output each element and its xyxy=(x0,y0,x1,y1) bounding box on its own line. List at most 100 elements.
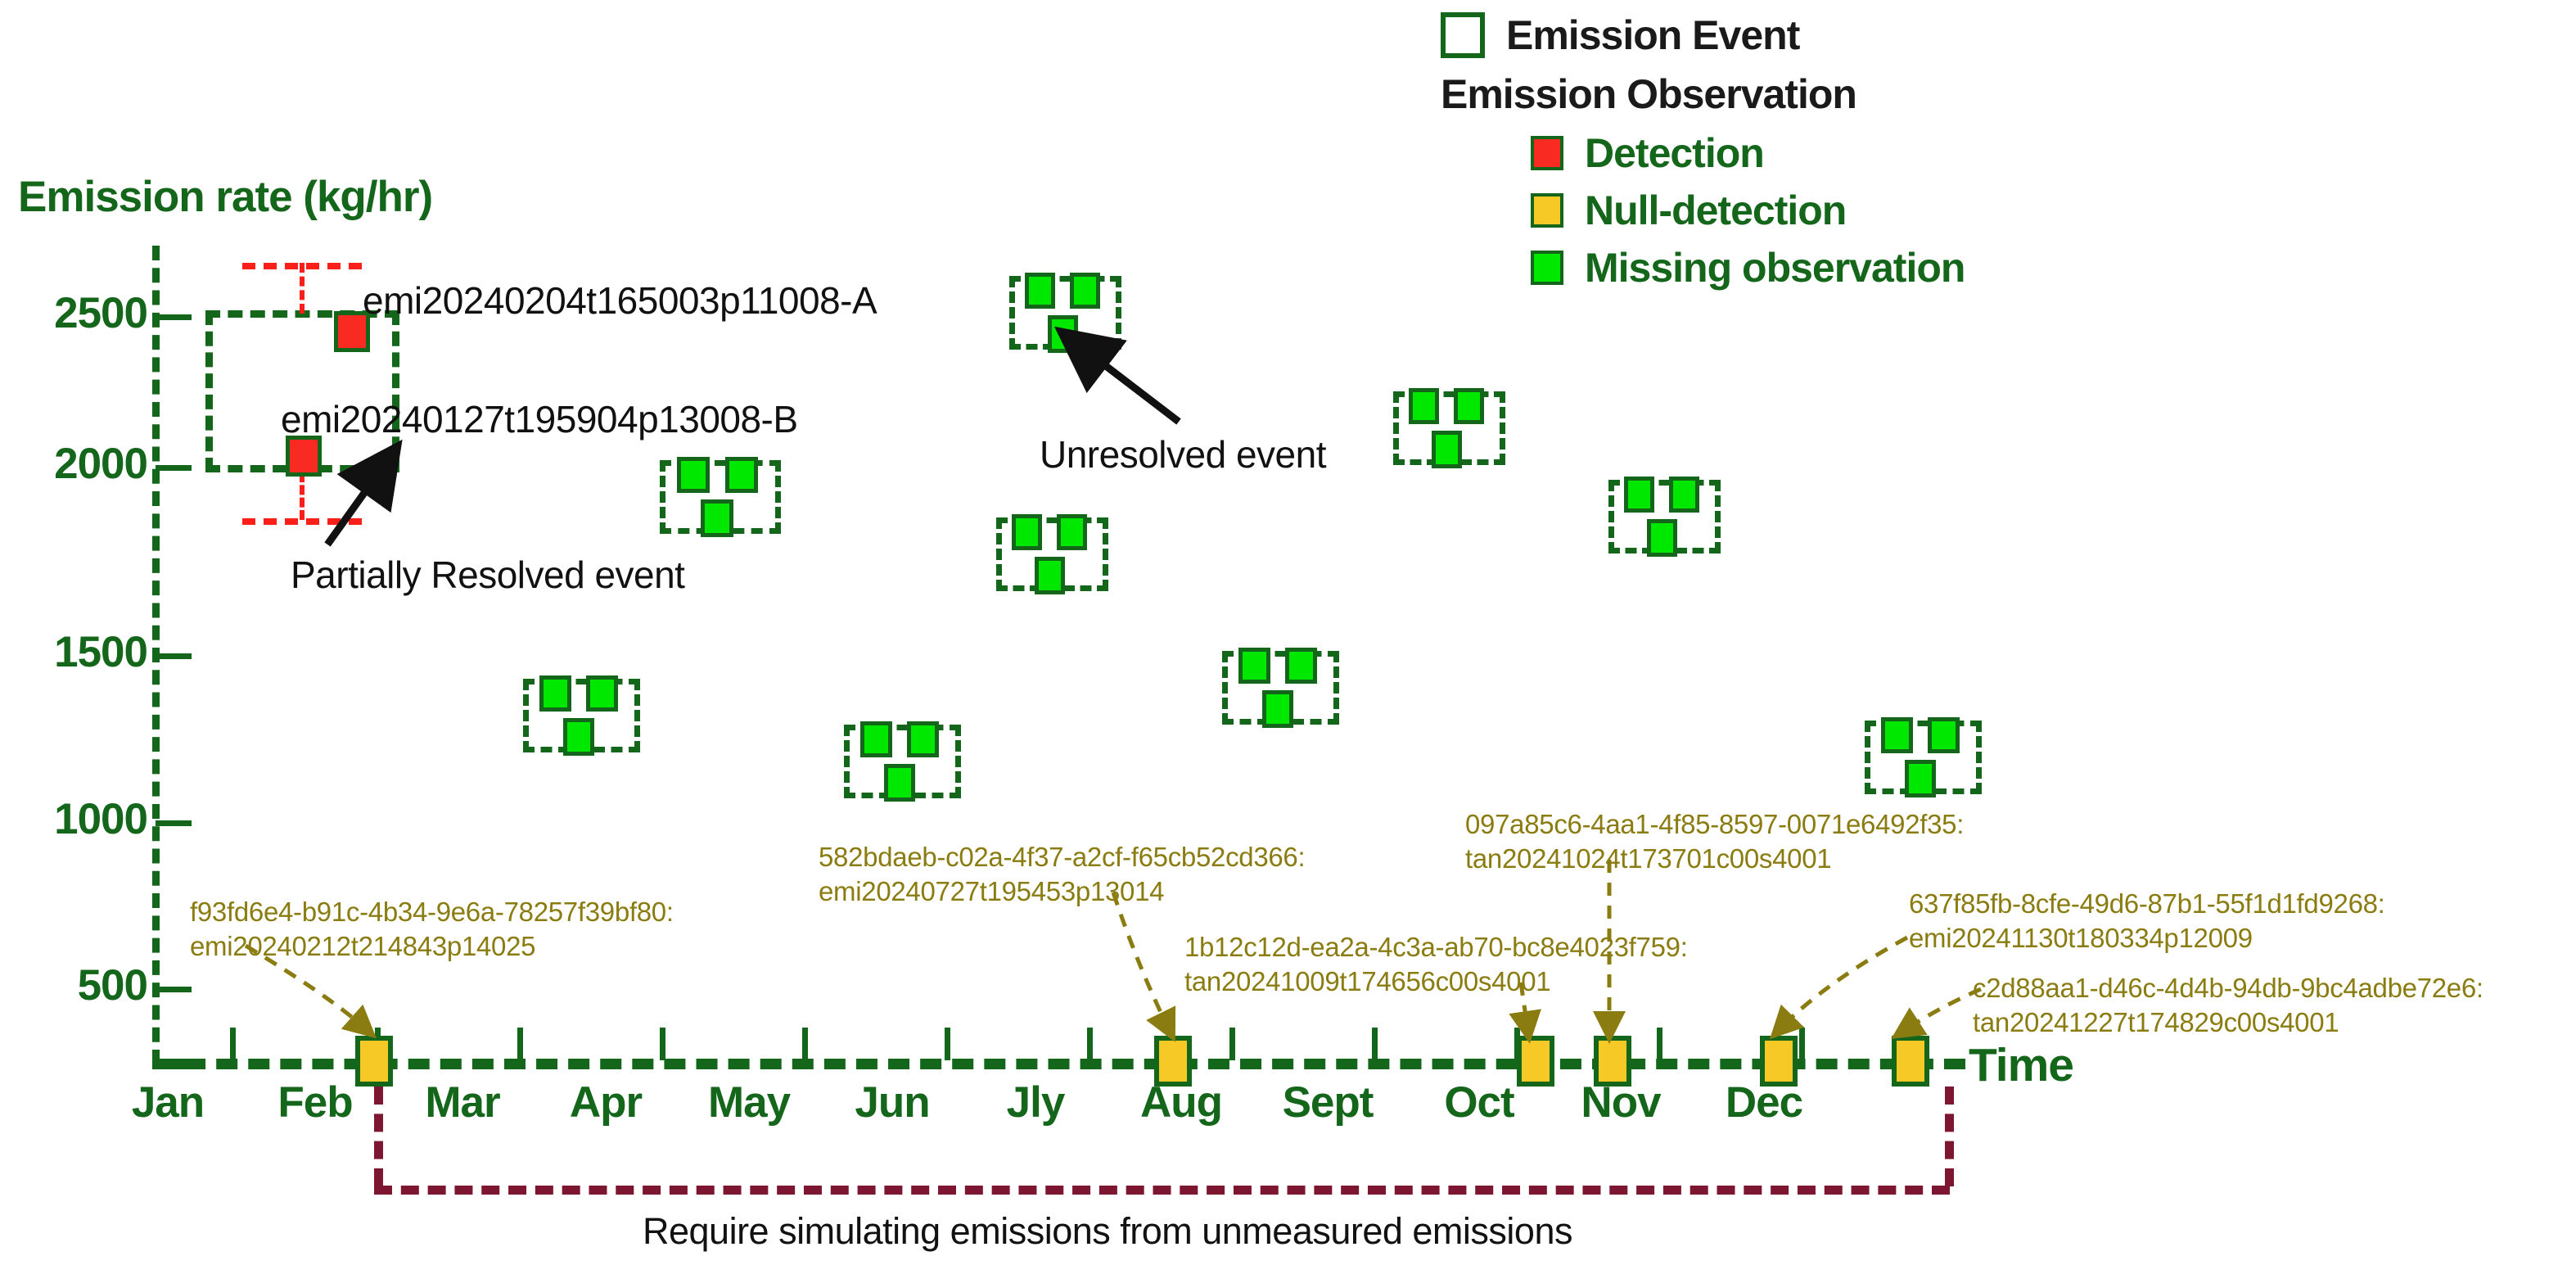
missing-observation-marker xyxy=(1453,388,1484,424)
event-label-b: emi20240127t195904p13008-B xyxy=(281,398,798,440)
missing-observation-marker xyxy=(1285,648,1317,684)
x-tick-label-oct: Oct xyxy=(1444,1078,1514,1127)
x-tick-label-feb: Feb xyxy=(277,1078,353,1127)
missing-observation-marker xyxy=(1025,273,1056,309)
missing-observation-marker xyxy=(1928,717,1960,753)
missing-observation-marker xyxy=(1431,430,1462,469)
annotation-c2d88aa1: c2d88aa1-d46c-4d4b-94db-9bc4adbe72e6: ta… xyxy=(1973,971,2484,1040)
missing-observation-marker xyxy=(724,457,758,493)
x-tick-label-apr: Apr xyxy=(569,1078,643,1127)
y-tick-mark xyxy=(156,987,192,992)
missing-observation-marker xyxy=(1646,518,1677,558)
missing-observation-marker xyxy=(1047,314,1078,354)
x-tick-label-mar: Mar xyxy=(425,1078,500,1127)
missing-observation-marker xyxy=(1904,759,1937,798)
error-bar-cap-lower xyxy=(242,518,362,525)
event-label-a: emi20240204t165003p11008-A xyxy=(363,279,877,322)
x-tick-label-jun: Jun xyxy=(855,1078,930,1127)
missing-observation-marker xyxy=(539,675,571,712)
x-tick-label-sept: Sept xyxy=(1282,1078,1374,1127)
missing-observation-marker xyxy=(1261,689,1294,729)
missing-observation-marker xyxy=(701,499,734,538)
missing-observation-marker xyxy=(860,721,892,757)
null-detection-marker-dec-2[interactable] xyxy=(1892,1036,1929,1087)
y-tick-label: 2000 xyxy=(54,440,148,488)
legend-row-missing-observation: Missing observation xyxy=(1531,244,1965,291)
annotation-1b12c12d: 1b12c12d-ea2a-4c3a-ab70-bc8e4023f759: ta… xyxy=(1184,930,1688,999)
missing-observation-marker xyxy=(1238,648,1270,684)
legend-label-missing-observation: Missing observation xyxy=(1585,245,1965,291)
null-detection-marker-oct-2[interactable] xyxy=(1594,1036,1631,1087)
emission-event-glyph[interactable] xyxy=(1608,477,1721,558)
x-tick-mark xyxy=(1372,1028,1378,1060)
emission-event-glyph[interactable] xyxy=(996,514,1108,595)
x-tick-mark xyxy=(1799,1028,1805,1060)
legend-row-emission-event: Emission Event xyxy=(1441,11,1965,59)
bracket-horizontal xyxy=(374,1186,1950,1195)
x-tick-mark xyxy=(517,1028,523,1060)
emission-event-swatch-icon xyxy=(1441,12,1485,58)
missing-observation-marker xyxy=(1069,273,1100,309)
error-bar-stem-upper xyxy=(300,263,305,314)
null-detection-swatch-icon xyxy=(1531,193,1563,228)
detection-marker-event-b[interactable] xyxy=(286,436,322,477)
annotation-line-2: emi20240727t195453p13014 xyxy=(819,876,1165,907)
x-tick-mark xyxy=(1087,1028,1093,1060)
null-detection-marker-feb[interactable] xyxy=(355,1036,393,1087)
legend: Emission Event Emission Observation Dete… xyxy=(1441,11,1965,301)
y-tick-mark xyxy=(156,465,192,471)
y-tick-mark xyxy=(156,314,192,320)
emission-event-glyph[interactable] xyxy=(1009,273,1121,354)
leader-line-ann5-icon xyxy=(1769,935,1909,1040)
bracket-right-stem xyxy=(1945,1087,1954,1186)
y-tick-label: 1500 xyxy=(54,628,148,676)
y-tick-label: 2500 xyxy=(54,289,148,337)
missing-observation-marker xyxy=(1409,388,1440,424)
annotation-line-2: emi20241130t180334p12009 xyxy=(1909,923,2253,954)
callout-unresolved: Unresolved event xyxy=(1040,433,1326,476)
annotation-f93fd6e4: f93fd6e4-b91c-4b34-9e6a-78257f39bf80: em… xyxy=(190,895,674,964)
leader-line-ann6-icon xyxy=(1891,987,1983,1039)
emission-event-glyph[interactable] xyxy=(523,675,640,757)
emission-event-glyph[interactable] xyxy=(660,457,781,538)
missing-observation-marker xyxy=(1881,717,1913,753)
y-tick-label: 500 xyxy=(77,961,148,1010)
emission-event-glyph[interactable] xyxy=(1865,717,1982,798)
leader-line-ann2-icon xyxy=(1111,892,1176,1042)
x-tick-mark xyxy=(802,1028,808,1060)
annotation-line-2: emi20240212t214843p14025 xyxy=(190,931,536,962)
x-tick-label-jly: Jly xyxy=(1006,1078,1066,1127)
null-detection-marker-jly[interactable] xyxy=(1154,1036,1192,1087)
legend-label-detection: Detection xyxy=(1585,130,1765,176)
null-detection-marker-oct-1[interactable] xyxy=(1517,1036,1554,1087)
emission-event-glyph[interactable] xyxy=(1393,388,1505,469)
legend-label-emission-event: Emission Event xyxy=(1506,12,1800,58)
annotation-line-1: c2d88aa1-d46c-4d4b-94db-9bc4adbe72e6: xyxy=(1973,973,2484,1003)
missing-observation-marker xyxy=(1012,514,1043,550)
annotation-637f85fb: 637f85fb-8cfe-49d6-87b1-55f1d1fd9268: em… xyxy=(1909,887,2385,956)
annotation-097a85c6: 097a85c6-4aa1-4f85-8597-0071e6492f35: ta… xyxy=(1465,807,1964,876)
missing-observation-marker xyxy=(676,457,710,493)
legend-label-null-detection: Null-detection xyxy=(1585,187,1847,233)
x-tick-mark xyxy=(945,1028,950,1060)
null-detection-marker-dec-1[interactable] xyxy=(1760,1036,1798,1087)
emission-event-glyph[interactable] xyxy=(1222,648,1339,729)
emission-event-glyph[interactable] xyxy=(844,721,961,802)
x-axis-line xyxy=(152,1059,1965,1069)
annotation-line-2: tan20241024t173701c00s4001 xyxy=(1465,843,1832,874)
annotation-582bdaeb: 582bdaeb-c02a-4f37-a2cf-f65cb52cd366: em… xyxy=(819,840,1306,909)
missing-observation-marker xyxy=(907,721,939,757)
y-axis-title: Emission rate (kg/hr) xyxy=(18,173,433,221)
y-tick-mark xyxy=(156,820,192,826)
bracket-caption: Require simulating emissions from unmeas… xyxy=(643,1210,1572,1252)
missing-observation-marker xyxy=(1034,556,1065,595)
detection-marker-event-a[interactable] xyxy=(334,311,370,352)
missing-observation-swatch-icon xyxy=(1531,251,1563,285)
detection-swatch-icon xyxy=(1531,136,1563,170)
legend-row-detection: Detection xyxy=(1531,129,1965,177)
error-bar-stem-lower xyxy=(300,472,305,520)
missing-observation-marker xyxy=(883,763,916,802)
annotation-line-1: 582bdaeb-c02a-4f37-a2cf-f65cb52cd366: xyxy=(819,842,1306,872)
annotation-line-1: f93fd6e4-b91c-4b34-9e6a-78257f39bf80: xyxy=(190,897,674,927)
